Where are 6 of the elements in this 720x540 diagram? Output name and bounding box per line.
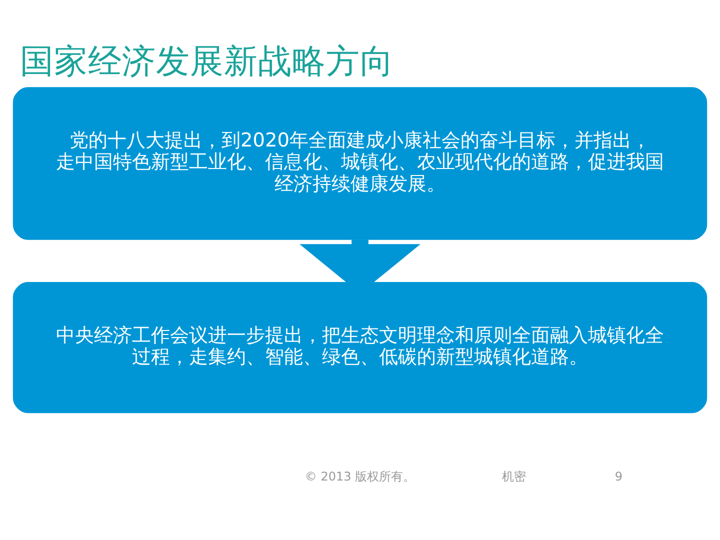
label: © 2013 版权所有。 <box>304 470 416 484</box>
label: 机密 <box>502 470 526 484</box>
node-box: 中央经济工作会议进一步提出，把生态文明理念和原则全面融入城镇化全过程，走集约、智能、绿色、低碳的新型城镇化道路。 <box>12 282 708 414</box>
diagram-title: 国家经济发展新战略方向 <box>20 42 394 81</box>
label: 9 <box>614 470 622 484</box>
node-box: 党的十八大提出，到2020年全面建成小康社会的奋斗目标，并指出，走中国特色新型工业化、信息化、城镇化、农业现代化的道路，促进我国经济持续健康发展。 <box>12 87 708 240</box>
